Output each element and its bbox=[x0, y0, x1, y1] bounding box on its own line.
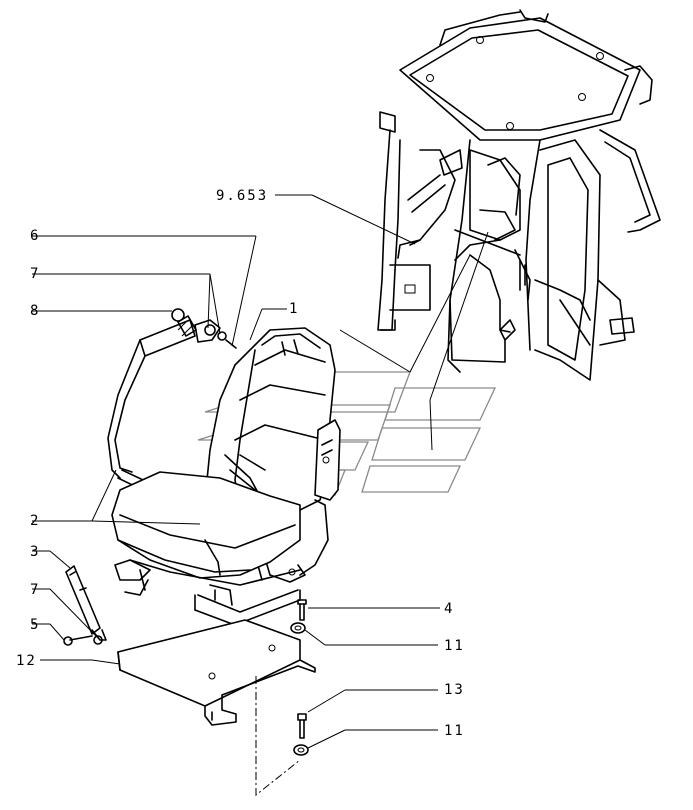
callout-8: 8 bbox=[30, 303, 40, 319]
callout-6: 6 bbox=[30, 228, 40, 244]
bolt-4 bbox=[297, 599, 307, 621]
cab-assembly bbox=[377, 9, 661, 381]
gas-strut bbox=[63, 565, 107, 646]
belt-hardware bbox=[171, 308, 237, 349]
bolt-13 bbox=[297, 713, 307, 739]
callout-4: 4 bbox=[444, 601, 454, 617]
leader-lines bbox=[32, 194, 489, 749]
callout-11-lower: 11 bbox=[444, 723, 465, 739]
callout-2: 2 bbox=[30, 513, 40, 529]
callout-9653: 9.653 bbox=[216, 188, 268, 204]
callout-5: 5 bbox=[30, 617, 40, 633]
callout-13: 13 bbox=[444, 682, 465, 698]
callout-3: 3 bbox=[30, 544, 40, 560]
callout-1: 1 bbox=[289, 301, 299, 317]
centerline bbox=[255, 676, 301, 797]
base-plate bbox=[117, 619, 316, 726]
operator-seat bbox=[111, 327, 341, 626]
callout-11-upper: 11 bbox=[444, 638, 465, 654]
washer-11a bbox=[290, 622, 306, 634]
callout-7-lower: 7 bbox=[30, 582, 40, 598]
callout-12: 12 bbox=[16, 653, 37, 669]
washer-11b bbox=[293, 744, 309, 756]
callout-7-upper: 7 bbox=[30, 266, 40, 282]
callout-labels: 9.653 6 7 8 1 2 3 7 5 12 4 11 13 11 bbox=[16, 188, 465, 739]
